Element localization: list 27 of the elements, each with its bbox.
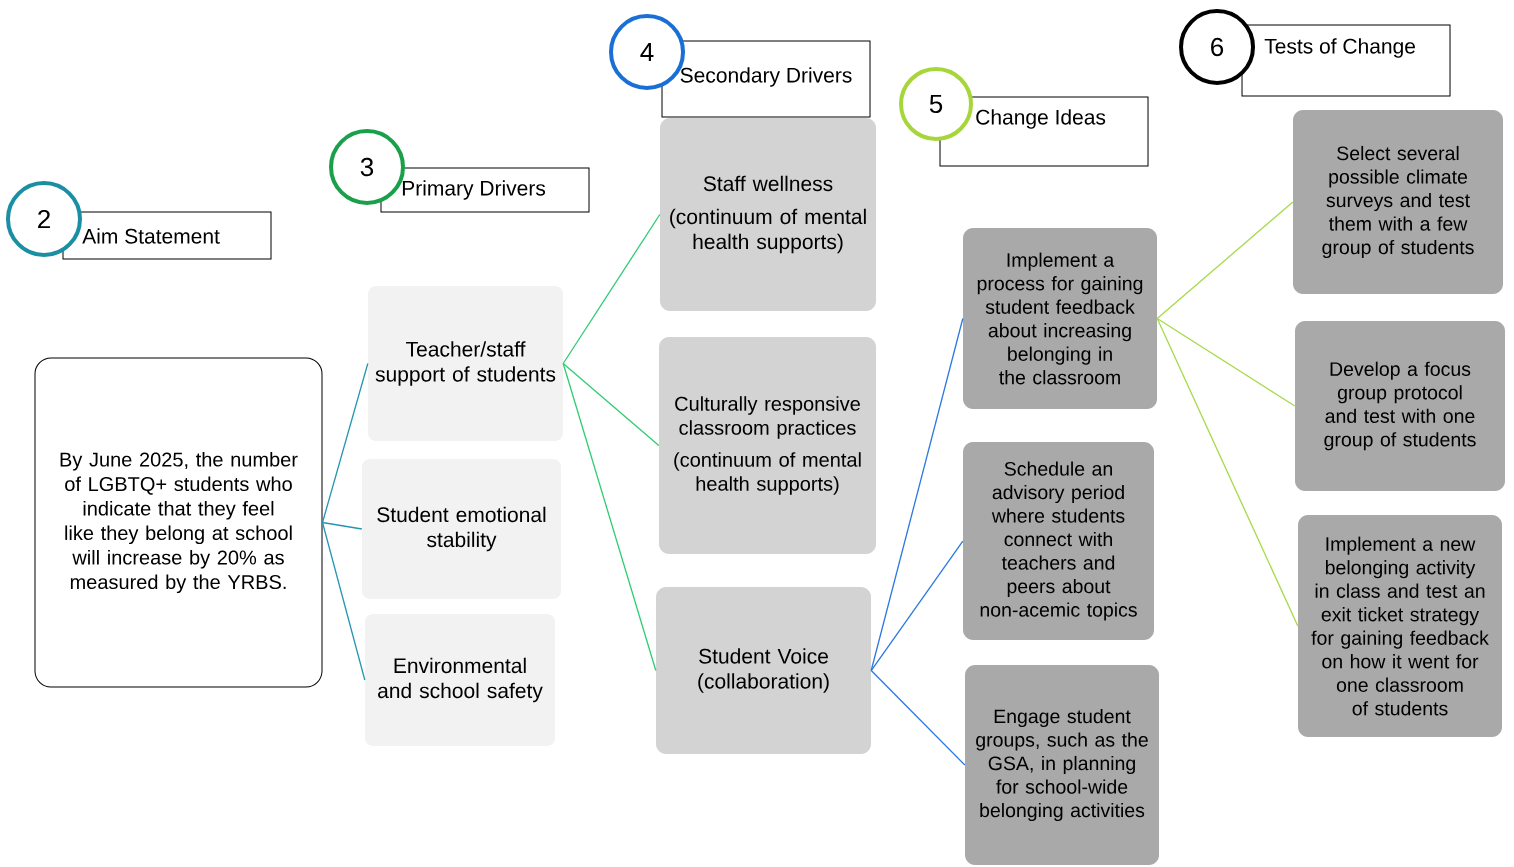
driver-box: Culturally responsive classroom practices (continuum of mental health supports) bbox=[659, 337, 876, 554]
connector-line bbox=[1156, 317, 1296, 407]
heading-box: Aim Statement bbox=[62, 211, 272, 260]
driver-box: Student Voice (collaboration) bbox=[656, 587, 871, 754]
connector-line bbox=[1156, 317, 1299, 627]
connector-line bbox=[321, 521, 366, 681]
idea-box: Engage student groups, such as the GSA, in planning for school-wide belonging activities bbox=[965, 665, 1159, 865]
test-box: Implement a new belonging activity in class and test an exit ticket strategy for gaining feedback on how it went for one classroom of students bbox=[1298, 515, 1502, 737]
connector-line bbox=[870, 540, 964, 672]
test-box: Select several possible climate surveys and test them with a few group of students bbox=[1293, 110, 1503, 294]
driver-box: Student emotional stability bbox=[362, 459, 561, 599]
connector-line bbox=[562, 213, 661, 365]
connector-line bbox=[562, 362, 660, 447]
connector-line bbox=[562, 362, 657, 672]
aim-box: By June 2025, the number of LGBTQ+ students who indicate that they feel like they belong at school will increase by 20% as measured by the YRBS. bbox=[34, 357, 323, 688]
connector-line bbox=[870, 317, 964, 672]
driver-box: Environmental and school safety bbox=[365, 614, 555, 746]
driver-box: Staff wellness (continuum of mental health supports) bbox=[660, 118, 876, 311]
connector-line bbox=[1156, 201, 1294, 320]
driver-box: Teacher/staff support of students bbox=[368, 286, 563, 441]
idea-box: Schedule an advisory period where students connect with teachers and peers about non-acemic topics bbox=[963, 442, 1154, 640]
idea-box: Implement a process for gaining student feedback about increasing belonging in the classroom bbox=[963, 228, 1157, 409]
test-box: Develop a focus group protocol and test with one group of students bbox=[1295, 321, 1505, 491]
heading-box: Primary Drivers bbox=[380, 167, 590, 213]
connector-line bbox=[321, 521, 363, 530]
connector-line bbox=[870, 669, 966, 766]
connector-line bbox=[321, 362, 369, 524]
